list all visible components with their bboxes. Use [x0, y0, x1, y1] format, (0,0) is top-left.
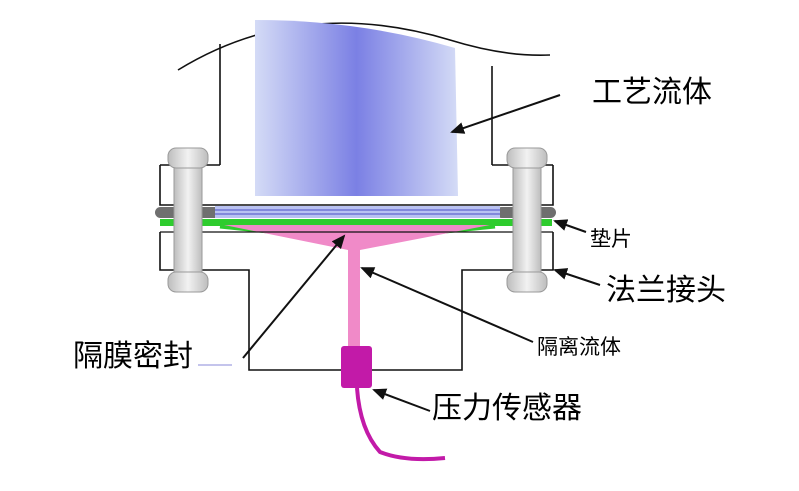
upper-flange — [159, 165, 554, 206]
process-fluid-body — [255, 20, 458, 196]
left-bolt — [167, 147, 209, 293]
label-diaphragm-seal: 隔膜密封 — [73, 339, 193, 374]
leader-arrows — [198, 94, 601, 412]
diaphragm — [215, 206, 500, 218]
lower-flange — [159, 231, 554, 371]
right-bolt — [506, 147, 548, 293]
arrow-isolating-fluid — [360, 267, 534, 343]
arrow-gasket — [553, 219, 587, 233]
label-flange-joint: 法兰接头 — [606, 273, 726, 308]
sensor-cable — [355, 387, 446, 462]
arrow-diaphragm-seal — [242, 234, 346, 359]
isolating-fluid-cavity — [224, 225, 490, 250]
arrow-flange-joint — [553, 268, 601, 286]
label-gasket: 垫片 — [590, 227, 632, 251]
arrow-pressure-sensor — [372, 388, 431, 412]
label-isolating-fluid: 隔离流体 — [537, 335, 621, 359]
pressure-sensor-body — [341, 346, 372, 388]
arrow-process-fluid — [450, 94, 561, 134]
label-process-fluid: 工艺流体 — [592, 75, 712, 110]
isolating-fluid-tube — [348, 248, 360, 348]
label-pressure-sensor: 压力传感器 — [432, 391, 582, 426]
